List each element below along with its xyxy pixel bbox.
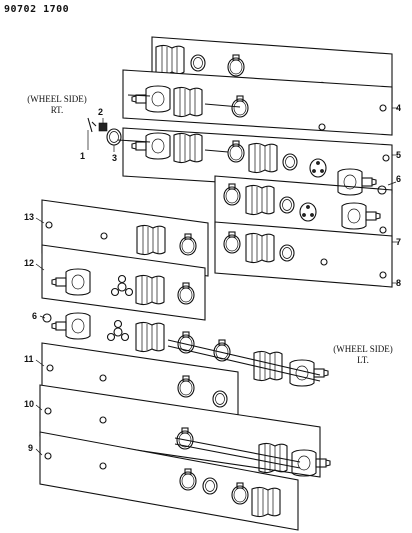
leader-lines xyxy=(35,107,398,456)
wheel-side-rt-line1: (WHEEL SIDE) xyxy=(27,94,87,104)
panel-kit-10 xyxy=(39,384,331,478)
wheel-side-lt-line1: (WHEEL SIDE) xyxy=(333,344,393,354)
callout-11: 11 xyxy=(24,354,34,364)
callout-10: 10 xyxy=(24,399,35,409)
callout-1: 1 xyxy=(80,151,86,161)
callout-6-left: 6 xyxy=(32,311,38,321)
callout-12: 12 xyxy=(24,258,35,268)
callout-13: 13 xyxy=(24,212,35,222)
panel-kit-8 xyxy=(214,221,393,288)
panel-kit-9 xyxy=(39,431,299,531)
callout-9: 9 xyxy=(28,443,34,453)
panel-kit-4 xyxy=(122,69,393,136)
callout-7: 7 xyxy=(396,237,402,247)
callout-3: 3 xyxy=(112,153,118,163)
wheel-side-rt-label: (WHEEL SIDE) RT. xyxy=(18,94,96,116)
callout-6-right: 6 xyxy=(396,174,402,184)
drive-shaft-assembly xyxy=(42,312,329,387)
callout-8: 8 xyxy=(396,278,402,288)
wheel-side-lt-label: (WHEEL SIDE) LT. xyxy=(322,344,404,366)
wheel-side-rt-line2: RT. xyxy=(50,105,64,115)
panel-kit-12 xyxy=(41,244,206,321)
callout-5: 5 xyxy=(396,150,402,160)
callout-2: 2 xyxy=(98,107,104,117)
wheel-side-lt-line2: LT. xyxy=(357,355,369,365)
document-number: 90702 1700 xyxy=(4,4,70,15)
small-parts-1-3 xyxy=(87,117,122,146)
callout-4: 4 xyxy=(396,103,402,113)
